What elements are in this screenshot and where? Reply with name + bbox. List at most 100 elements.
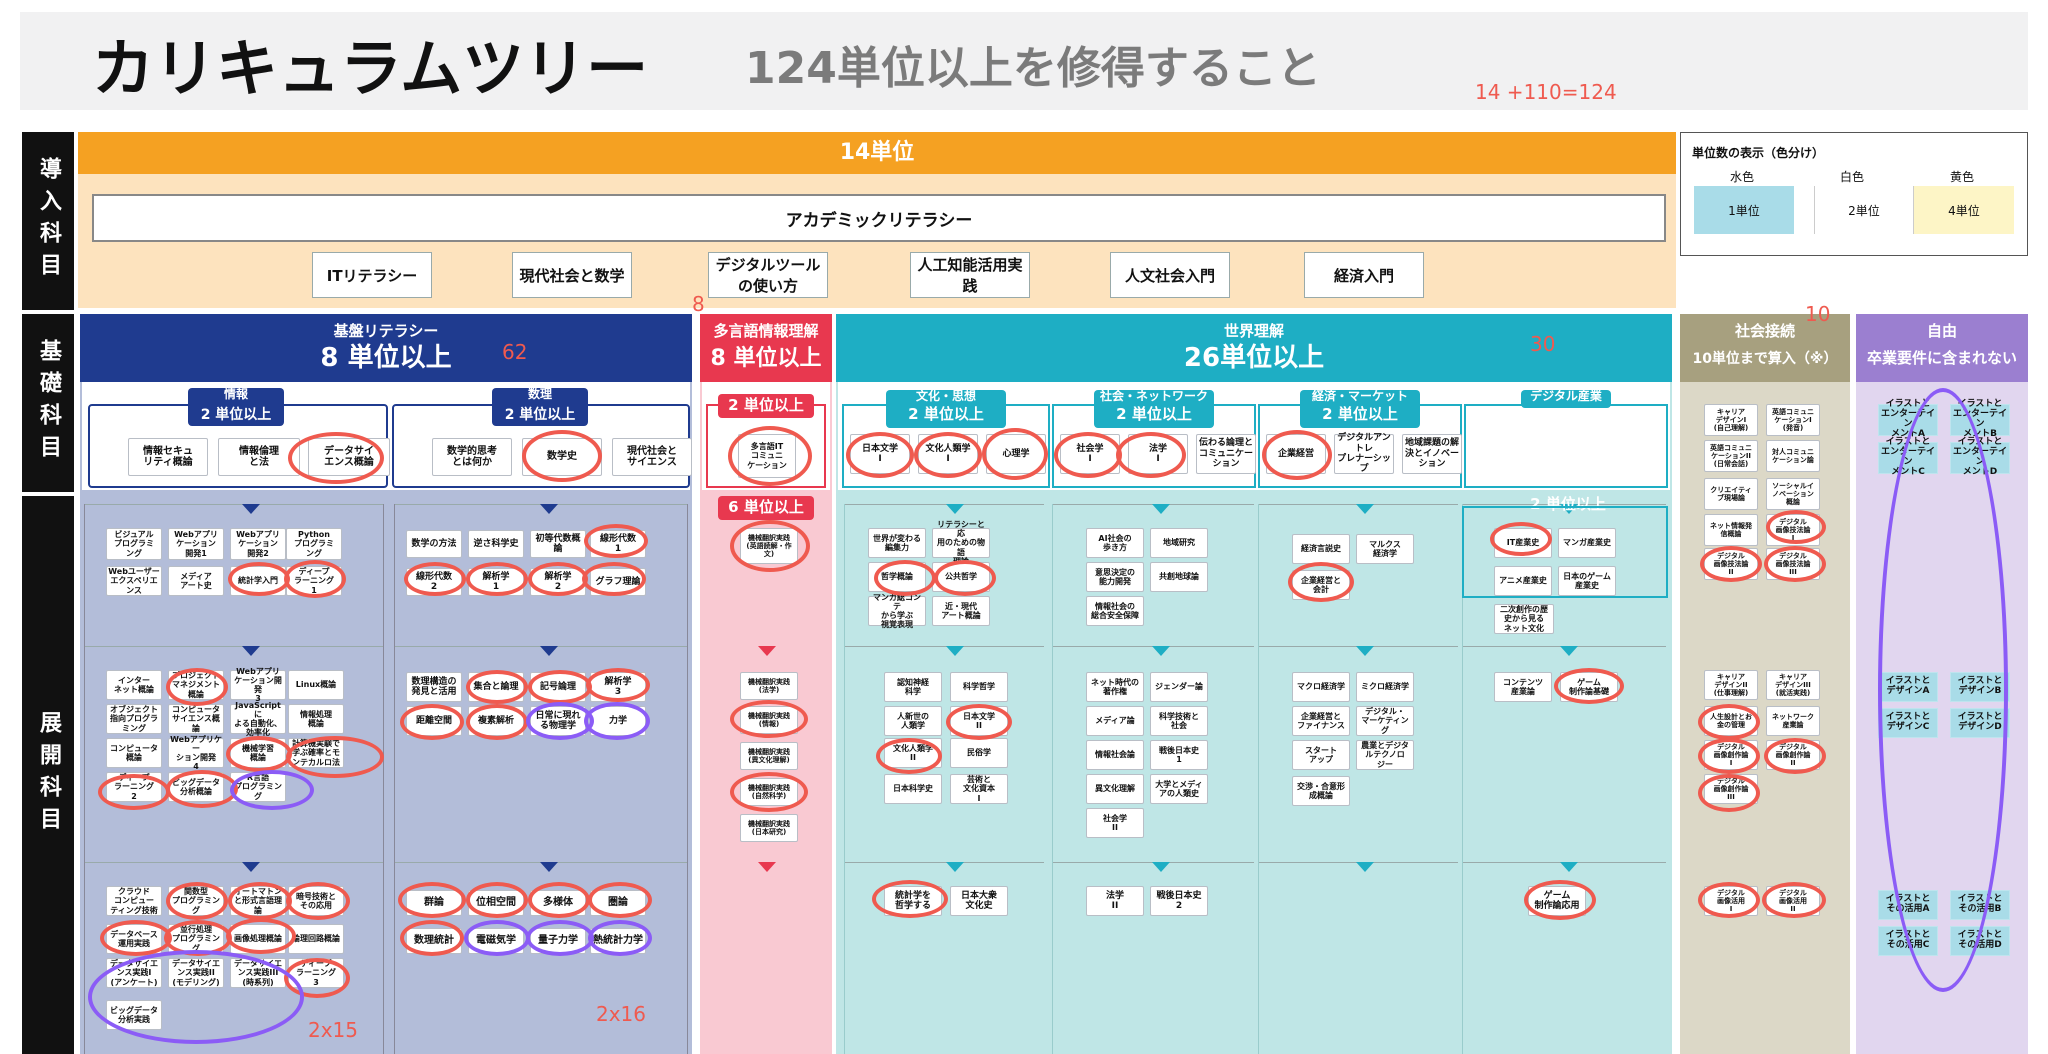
page-title: カリキュラムツリー <box>92 32 649 105</box>
arrow-down-icon <box>1356 646 1374 656</box>
subject-box: インター ネット概論 <box>106 670 162 700</box>
subject-box: キャリア デザインII (仕事理解) <box>1704 670 1758 700</box>
arrow-down-icon <box>758 646 776 656</box>
intro-subject[interactable]: ITリテラシー <box>312 252 432 298</box>
subject-box: 人生設計とお 金の管理 <box>1704 706 1758 736</box>
legend <box>1680 132 2028 256</box>
subject-box: コンピュータ 概論 <box>106 738 162 768</box>
arrow-down-icon <box>946 646 964 656</box>
intro-subject[interactable]: 人文社会入門 <box>1110 252 1230 298</box>
subject-box: 機械翻訳実践 (日本研究) <box>740 814 798 842</box>
category-units: 2 単位以上 <box>1116 405 1192 424</box>
subject-box: ビジュアル プログラミ ング <box>106 528 162 560</box>
intro-subject[interactable]: 現代社会と数学 <box>512 252 632 298</box>
subject-box: デジタル 画像技法論 III <box>1766 548 1820 580</box>
subject-box: 機械学習 概論 <box>230 738 286 768</box>
subject-box: 初等代数概論 <box>530 530 586 558</box>
tier-separator <box>844 862 1044 863</box>
social-name: 社会接続 <box>1734 322 1795 341</box>
kiban-units: 8 単位以上 <box>320 343 452 374</box>
category-units: 6 単位以上 <box>718 496 814 520</box>
row-label-intro: 導入科目 <box>22 132 74 310</box>
handwritten-note: 14 +110=124 <box>1475 80 1617 104</box>
subject-box: 機械翻訳実践 (情報) <box>740 706 798 734</box>
world-units: 26単位以上 <box>1183 343 1325 374</box>
subject-box: メディア アート史 <box>168 566 224 596</box>
arrow-down-icon <box>946 504 964 514</box>
subject-box: イラストと エンターテイン メントD <box>1950 437 2010 477</box>
subject-box: 日本文学 II <box>950 706 1008 736</box>
subject-box: デジタルアントレ プレナーシップ <box>1334 433 1394 474</box>
subject-box: コンテンツ 産業論 <box>1494 672 1552 702</box>
subject-box: R言語 プログラミン グ <box>230 772 286 802</box>
subject-box: ディープ ラーニング 2 <box>106 772 162 802</box>
subject-box: ディープ ラーニング 3 <box>288 958 344 988</box>
subject-box: 芸術と 文化資本 I <box>950 774 1008 804</box>
subject-box: 地域研究 <box>1150 528 1208 558</box>
arrow-down-icon <box>1356 504 1374 514</box>
subject-box: 異文化理解 <box>1086 774 1144 804</box>
arrow-down-icon <box>1152 646 1170 656</box>
subject-box: 企業経営と 会計 <box>1292 570 1350 600</box>
subject-box: 人新世の 人類学 <box>884 706 942 736</box>
subject-box: 並行処理 プログラミング <box>168 924 224 954</box>
subject-box: イラストと エンターテイン メントB <box>1950 399 2010 439</box>
arrow-down-icon <box>242 504 260 514</box>
intro-units-header: 14単位 <box>78 132 1676 174</box>
subject-box: 伝わる論理と コミュニケー ション <box>1196 434 1256 474</box>
world-name: 世界理解 <box>1223 322 1284 341</box>
subject-box: 公共哲学 <box>932 562 990 592</box>
arrow-down-icon <box>946 862 964 872</box>
subject-box: 線形代数 1 <box>590 530 646 558</box>
subject-box: 地域課題の解 決とイノベー ション <box>1402 434 1462 474</box>
subject-box: 交渉・合意形 成概論 <box>1292 776 1350 806</box>
subject-box: オブジェクト 指向プログラ ミング <box>106 704 162 734</box>
subject-box: デジタル・ マーケティン グ <box>1356 706 1414 736</box>
legend-swatch: 2単位 <box>1814 186 1914 234</box>
subject-box: イラストと その活用A <box>1878 890 1938 920</box>
subject-box: デジタル 画像創作論 II <box>1766 740 1820 770</box>
tier-frame <box>1462 504 1666 1054</box>
subject-box: マルクス 経済学 <box>1356 534 1414 564</box>
subject-box: 多様体 <box>530 890 586 916</box>
tier-separator <box>844 646 1044 647</box>
subject-box: 計算機実験で 学ぶ確率とモ ンテカルロ法 <box>288 738 344 768</box>
subject-box: 社会学 II <box>1086 808 1144 838</box>
subject-box: 複素解析 <box>468 706 524 736</box>
arrow-down-icon <box>1560 646 1578 656</box>
subject-box: イラストと エンターテイン メントA <box>1878 399 1938 439</box>
handwritten-note: 8 <box>692 292 705 316</box>
subject-box: Python プログラミ ング <box>286 528 342 560</box>
category-units: 2 単位以上 <box>718 394 814 418</box>
subject-box: デジタル 画像技法論 I <box>1766 514 1820 546</box>
intro-subject[interactable]: デジタルツール の使い方 <box>708 252 828 298</box>
tier-frame <box>1258 504 1458 1054</box>
category-header: デジタル産業 <box>1521 389 1611 408</box>
subject-box: 関数型 プログラミン グ <box>168 886 224 916</box>
tier-frame <box>1052 504 1254 1054</box>
subject-box: キャリア デザインIII (就活実践) <box>1766 670 1820 700</box>
subject-box: 電磁気学 <box>468 928 524 954</box>
subject-box: イラストと デザインA <box>1878 672 1938 702</box>
subject-box: イラストと デザインB <box>1950 672 2010 702</box>
world-header <box>836 314 1672 382</box>
tier-frame <box>394 504 688 1054</box>
subject-box: 機械翻訳実践 (法学) <box>740 672 798 700</box>
subject-box: アニメ産業史 <box>1494 566 1552 596</box>
subject-box: 法学 II <box>1086 886 1144 916</box>
subject-box: 画像処理概論 <box>230 924 286 954</box>
title-bar <box>20 12 2028 110</box>
subject-box: スタート アップ <box>1292 740 1350 770</box>
subject-box: 戦後日本史 2 <box>1150 886 1208 916</box>
category-units: 2 単位以上 <box>1322 405 1398 424</box>
subject-box: 英語コミュニ ケーションI (発音) <box>1766 404 1820 436</box>
intro-subject[interactable]: 経済入門 <box>1304 252 1424 298</box>
subject-box: JavaScriptに よる自動化、 効率化 <box>230 701 286 737</box>
subject-box: 力学 <box>590 706 646 736</box>
subject-box: グラフ理論 <box>590 568 646 596</box>
intro-subject[interactable]: 人工知能活用実践 <box>910 252 1030 298</box>
subject-box: 心理学 <box>986 434 1046 474</box>
subject-box: デジタル 画像活用 I <box>1704 886 1758 916</box>
subject-box: 情報社会論 <box>1086 740 1144 770</box>
subject-box: 統計学入門 <box>230 566 286 596</box>
